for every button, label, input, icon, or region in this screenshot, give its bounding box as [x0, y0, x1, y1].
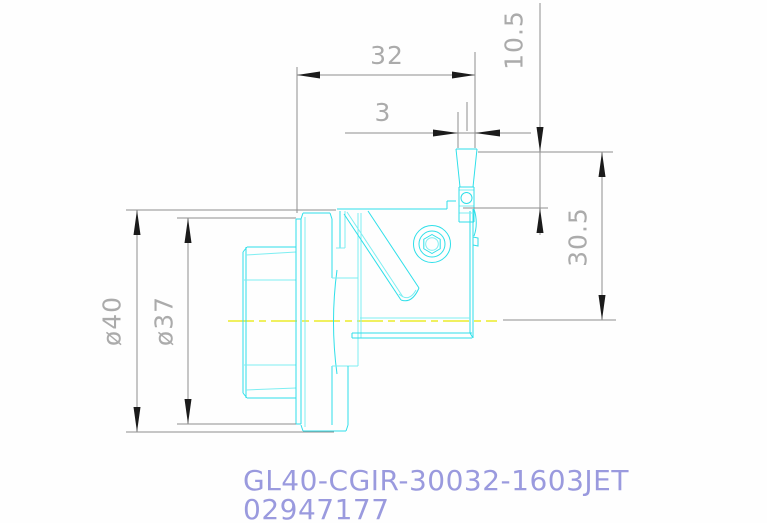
dim-label-10-5: 10.5	[500, 10, 529, 70]
order-number: 02947177	[243, 493, 390, 523]
part-number: GL40-CGIR-30032-1603JET	[243, 464, 629, 497]
flange	[300, 211, 362, 432]
dim-overall-width: 32	[296, 41, 476, 213]
head-block	[337, 200, 479, 339]
dim-label-30-5: 30.5	[564, 207, 593, 267]
dim-collar-diameter: ø37	[150, 217, 296, 425]
title-block: GL40-CGIR-30032-1603JET 02947177	[243, 464, 629, 523]
torx-screw	[413, 225, 451, 263]
dim-nose-height: 30.5	[503, 152, 616, 321]
dim-flange-diameter: ø40	[98, 209, 336, 433]
threaded-shank	[242, 246, 297, 399]
collar	[295, 218, 302, 425]
dim-nose-offset: 10.5	[463, 3, 613, 235]
dim-label-32: 32	[370, 41, 404, 70]
dim-label-dia40: ø40	[98, 296, 127, 346]
dim-insert-width: 3	[345, 98, 531, 148]
clamp-lever	[343, 210, 420, 302]
dim-label-3: 3	[375, 98, 392, 127]
dim-label-dia37: ø37	[150, 296, 179, 346]
coolant-jet-nozzle	[455, 148, 478, 223]
